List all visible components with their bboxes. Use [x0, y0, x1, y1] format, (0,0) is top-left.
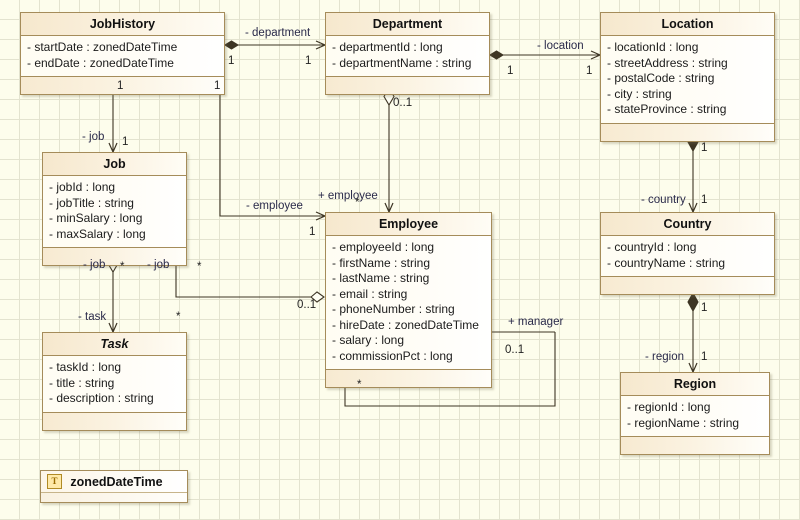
- multiplicity-label: 1: [586, 65, 593, 77]
- class-operations-location: [601, 123, 774, 141]
- class-attribute: - countryName : string: [607, 255, 726, 270]
- class-attribute: - stateProvince : string: [607, 102, 727, 116]
- class-attributes-jobhistory: - startDate : zonedDateTime- endDate : z…: [21, 36, 224, 77]
- multiplicity-label: 1: [214, 80, 221, 92]
- association-label: - job: [82, 131, 105, 143]
- multiplicity-label: *: [355, 197, 360, 209]
- class-attribute: - title : string: [49, 375, 115, 390]
- class-attribute: - hireDate : zonedDateTime: [332, 317, 479, 332]
- class-attribute: - departmentName : string: [332, 55, 472, 70]
- class-attributes-job: - jobId : long- jobTitle : string- minSa…: [43, 176, 186, 248]
- class-attribute: - salary : long: [332, 333, 405, 347]
- multiplicity-label: 1: [305, 55, 312, 67]
- association-label: - task: [78, 311, 107, 323]
- class-attribute: - maxSalary : long: [49, 226, 146, 241]
- multiplicity-label: 1: [701, 142, 708, 154]
- multiplicity-label: 0..1: [393, 97, 413, 109]
- association-label: + manager: [508, 316, 564, 328]
- class-attribute: - endDate : zonedDateTime: [27, 55, 174, 70]
- class-attributes-task: - taskId : long- title : string- descrip…: [43, 356, 186, 413]
- association-label: - job: [147, 259, 170, 271]
- class-attribute: - phoneNumber : string: [332, 302, 455, 316]
- multiplicity-label: 1: [309, 226, 316, 238]
- class-operations-job: [43, 248, 186, 265]
- class-name-region: Region: [621, 373, 769, 396]
- uml-class-location[interactable]: Location- locationId : long- streetAddre…: [600, 12, 775, 142]
- uml-class-department[interactable]: Department- departmentId : long- departm…: [325, 12, 490, 95]
- class-attribute: - countryId : long: [607, 240, 697, 254]
- association-label: - region: [645, 351, 684, 363]
- class-attribute: - firstName : string: [332, 255, 431, 270]
- multiplicity-label: 1: [701, 194, 708, 206]
- association-label: - department: [245, 27, 311, 39]
- datatype-body: [41, 493, 187, 502]
- class-attribute: - departmentId : long: [332, 40, 443, 54]
- class-attributes-department: - departmentId : long- departmentName : …: [326, 36, 489, 77]
- class-attributes-location: - locationId : long- streetAddress : str…: [601, 36, 774, 124]
- uml-class-jobhistory[interactable]: JobHistory- startDate : zonedDateTime- e…: [20, 12, 225, 95]
- uml-class-job[interactable]: Job- jobId : long- jobTitle : string- mi…: [42, 152, 187, 266]
- multiplicity-label: 1: [701, 302, 708, 314]
- class-operations-country: [601, 277, 774, 294]
- class-name-job: Job: [43, 153, 186, 176]
- uml-class-task[interactable]: Task- taskId : long- title : string- des…: [42, 332, 187, 431]
- class-operations-employee: [326, 370, 491, 387]
- multiplicity-label: 1: [122, 136, 129, 148]
- association-label: + employee: [318, 190, 378, 202]
- multiplicity-label: *: [120, 261, 125, 273]
- class-attributes-region: - regionId : long- regionName : string: [621, 396, 769, 437]
- class-name-country: Country: [601, 213, 774, 236]
- class-attribute: - lastName : string: [332, 271, 430, 285]
- multiplicity-label: 0..1: [505, 344, 525, 356]
- class-operations-task: [43, 412, 186, 430]
- class-attribute: - regionName : string: [627, 415, 740, 430]
- multiplicity-label: 1: [507, 65, 514, 77]
- class-attribute: - streetAddress : string: [607, 55, 728, 70]
- class-attribute: - commissionPct : long: [332, 348, 453, 363]
- class-attributes-employee: - employeeId : long- firstName : string-…: [326, 236, 491, 370]
- class-attribute: - regionId : long: [627, 400, 711, 414]
- datatype-name-zoneddatetime: zonedDateTime: [70, 474, 163, 489]
- class-operations-jobhistory: [21, 77, 224, 94]
- multiplicity-label: 0..1: [297, 299, 317, 311]
- class-name-task: Task: [43, 333, 186, 356]
- class-attributes-country: - countryId : long- countryName : string: [601, 236, 774, 277]
- multiplicity-label: *: [197, 261, 202, 273]
- class-name-location: Location: [601, 13, 774, 36]
- association-label: - job: [83, 259, 106, 271]
- multiplicity-label: 1: [117, 80, 124, 92]
- class-name-jobhistory: JobHistory: [21, 13, 224, 36]
- class-attribute: - locationId : long: [607, 40, 699, 54]
- multiplicity-label: *: [357, 379, 362, 391]
- class-attribute: - email : string: [332, 286, 408, 301]
- class-operations-department: [326, 77, 489, 94]
- class-attribute: - minSalary : long: [49, 211, 143, 225]
- class-operations-region: [621, 437, 769, 454]
- class-attribute: - description : string: [49, 391, 154, 405]
- type-badge-icon: T: [47, 474, 62, 489]
- uml-class-country[interactable]: Country- countryId : long- countryName :…: [600, 212, 775, 295]
- multiplicity-label: 1: [228, 55, 235, 67]
- class-name-department: Department: [326, 13, 489, 36]
- uml-class-employee[interactable]: Employee- employeeId : long- firstName :…: [325, 212, 492, 388]
- multiplicity-label: *: [176, 311, 181, 323]
- class-attribute: - taskId : long: [49, 360, 122, 374]
- association-label: - location: [537, 40, 584, 52]
- class-attribute: - jobTitle : string: [49, 195, 134, 210]
- class-attribute: - employeeId : long: [332, 240, 435, 254]
- class-attribute: - startDate : zonedDateTime: [27, 40, 178, 54]
- uml-class-region[interactable]: Region- regionId : long- regionName : st…: [620, 372, 770, 455]
- association-label: - employee: [246, 200, 303, 212]
- class-attribute: - postalCode : string: [607, 71, 715, 85]
- class-name-employee: Employee: [326, 213, 491, 236]
- association-label: - country: [641, 194, 686, 206]
- class-attribute: - city : string: [607, 86, 672, 101]
- multiplicity-label: 1: [701, 351, 708, 363]
- class-attribute: - jobId : long: [49, 180, 116, 194]
